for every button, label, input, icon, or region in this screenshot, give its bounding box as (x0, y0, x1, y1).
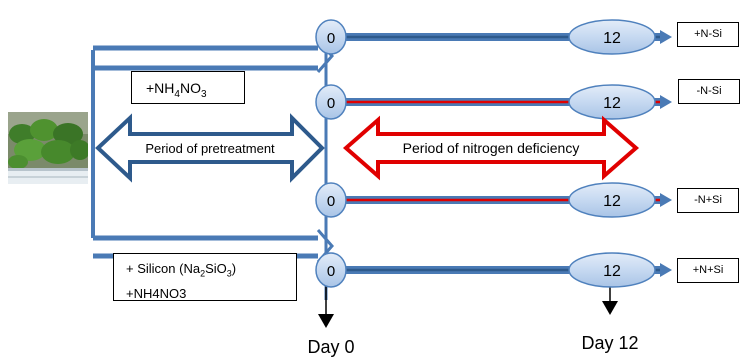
end-node-label: 12 (603, 95, 621, 112)
nh4no3-mid: NO (179, 80, 201, 96)
start-node (315, 252, 347, 288)
start-node-label: 0 (327, 263, 335, 280)
line-arrowhead (660, 263, 672, 277)
start-node-label: 0 (327, 95, 335, 112)
silicon-sub1: 2 (200, 268, 206, 279)
silicon-line2: +NH4NO3 (126, 285, 187, 301)
silicon-mid: SiO (205, 261, 227, 276)
result-label: +N-Si (694, 28, 722, 40)
result-label: -N-Si (696, 85, 722, 97)
treatment-lines: 0 12 0 12 0 12 0 12 (315, 19, 672, 288)
deficiency-arrow: Period of nitrogen deficiency (342, 115, 640, 181)
end-node-label: 12 (603, 193, 621, 210)
end-node-label: 12 (603, 263, 621, 280)
result-label: -N+Si (694, 194, 722, 206)
start-node (315, 19, 347, 55)
result-label-box: -N+Si (677, 188, 739, 213)
treatment-line: 0 12 (315, 182, 672, 218)
nh4no3-sub1: 4 (174, 88, 180, 100)
start-node (315, 182, 347, 218)
day0-label: Day 0 (307, 337, 354, 357)
end-node (568, 252, 656, 288)
result-label-box: +N-Si (677, 22, 739, 47)
day12-label: Day 12 (581, 333, 638, 353)
line-arrowhead (660, 95, 672, 109)
treatment-line: 0 12 (315, 19, 672, 55)
end-node-label: 12 (603, 30, 621, 47)
result-label: +N+Si (692, 264, 724, 276)
silicon-prefix: + Silicon (Na (126, 261, 201, 276)
nh4no3-box: +NH4NO3 (131, 71, 245, 104)
start-node-label: 0 (327, 193, 335, 210)
silicon-line1: + Silicon (Na2SiO3) (126, 259, 296, 284)
pretreatment-label: Period of pretreatment (145, 141, 275, 156)
start-node-label: 0 (327, 30, 335, 47)
line-arrowhead (660, 193, 672, 207)
treatment-line: 0 12 (315, 84, 672, 120)
silicon-box: + Silicon (Na2SiO3) +NH4NO3 (113, 253, 297, 301)
end-node (568, 19, 656, 55)
plant-photo (8, 112, 88, 184)
day12-tick (602, 285, 618, 315)
deficiency-label: Period of nitrogen deficiency (403, 140, 580, 156)
start-node (315, 84, 347, 120)
silicon-sub2: 3 (226, 268, 232, 279)
nh4no3-sub2: 3 (200, 88, 207, 100)
pretreatment-arrow: Period of pretreatment (95, 113, 325, 183)
end-node (568, 182, 656, 218)
result-label-box: +N+Si (677, 258, 739, 283)
upper-branch-arrow (93, 39, 334, 73)
line-arrowhead (660, 30, 672, 44)
treatment-line: 0 12 (315, 252, 672, 288)
silicon-suffix: ) (231, 261, 237, 276)
end-node (568, 84, 656, 120)
result-label-box: -N-Si (678, 79, 740, 104)
nh4no3-prefix: +NH (146, 80, 175, 96)
